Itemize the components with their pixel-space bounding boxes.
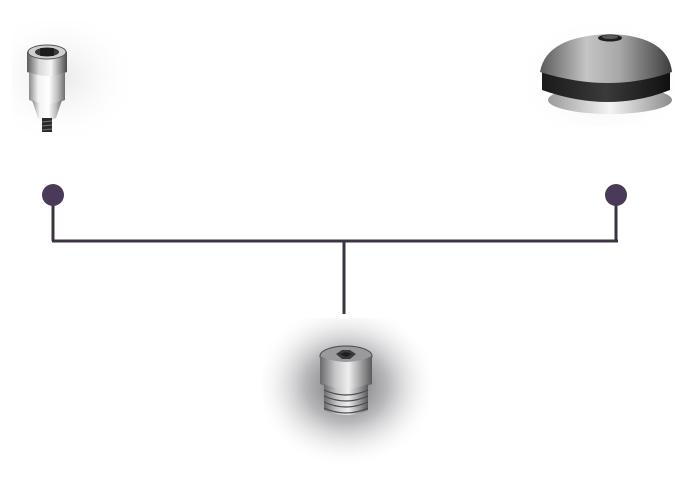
left-node-dot (42, 184, 64, 206)
healing-cap-disc-image (528, 14, 675, 126)
threaded-abutment-image (262, 318, 430, 468)
right-node-dot (605, 184, 627, 206)
implant-analog-connector-image (12, 20, 147, 135)
